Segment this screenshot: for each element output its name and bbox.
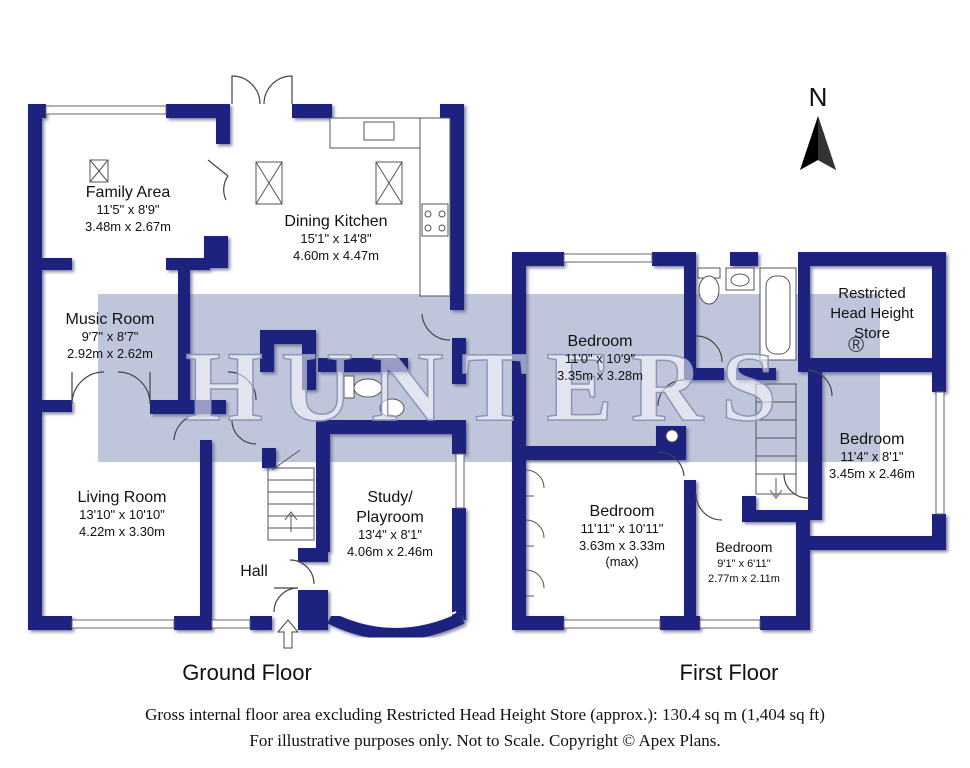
bedroom-1-name: Bedroom <box>568 333 633 350</box>
ground-floor-walls <box>28 104 466 630</box>
bedroom-4-imperial: 9'1" x 6'11" <box>717 558 770 570</box>
footer-copyright: For illustrative purposes only. Not to S… <box>249 731 721 750</box>
first-stairs <box>755 383 797 499</box>
family-area-name: Family Area <box>86 184 171 201</box>
skylights <box>89 159 403 205</box>
living-room-name: Living Room <box>78 489 167 506</box>
ground-wc <box>343 375 405 418</box>
study-imperial: 13'4" x 8'1" <box>358 527 422 542</box>
restricted-store-line3: Store <box>854 325 890 342</box>
kitchen-units <box>329 117 451 297</box>
first-floor-walls <box>512 252 946 630</box>
watermark-registered: ® <box>848 332 864 357</box>
first-windows <box>563 253 945 629</box>
dining-kitchen-metric: 4.60m x 4.47m <box>293 248 379 263</box>
bedroom-2-metric: 3.45m x 2.46m <box>829 466 915 481</box>
wardrobes <box>525 469 545 597</box>
bedroom-1-imperial: 11'0" x 10'9" <box>565 351 636 366</box>
ground-doors <box>71 75 451 613</box>
bathroom-fixtures <box>665 267 797 443</box>
music-room-metric: 2.92m x 2.62m <box>67 346 153 361</box>
study-name-line2: Playroom <box>356 509 424 526</box>
living-room-imperial: 13'10" x 10'10" <box>79 507 165 522</box>
bedroom-4-name: Bedroom <box>716 539 773 555</box>
compass-label: N <box>809 82 828 112</box>
bedroom-3-metric: 3.63m x 3.33m <box>579 538 665 553</box>
bay-window <box>327 612 465 640</box>
restricted-store-line1: Restricted <box>838 285 906 302</box>
first-doors <box>657 335 833 521</box>
bedroom-4-metric: 2.77m x 2.11m <box>708 573 780 585</box>
ground-stairs <box>267 449 315 541</box>
bedroom-3-imperial: 11'11" x 10'11" <box>581 521 664 536</box>
first-floor-title: First Floor <box>680 660 779 685</box>
music-room-name: Music Room <box>66 311 155 328</box>
family-area-metric: 3.48m x 2.67m <box>85 219 171 234</box>
living-room-metric: 4.22m x 3.30m <box>79 524 165 539</box>
entrance-arrow-icon <box>276 619 300 649</box>
family-area-imperial: 11'5" x 8'9" <box>96 202 159 217</box>
dining-kitchen-imperial: 15'1" x 14'8" <box>300 231 372 246</box>
ground-windows <box>45 105 465 629</box>
bedroom-3-note: (max) <box>605 554 638 569</box>
ground-floor-title: Ground Floor <box>182 660 312 685</box>
bedroom-1-metric: 3.35m x 3.28m <box>557 368 643 383</box>
study-metric: 4.06m x 2.46m <box>347 544 433 559</box>
bedroom-3-name: Bedroom <box>590 503 655 520</box>
footer-area-note: Gross internal floor area excluding Rest… <box>145 705 825 724</box>
restricted-store-line2: Head Height <box>830 305 914 322</box>
study-name-line1: Study/ <box>367 489 413 506</box>
watermark-text: HUNTERS <box>185 331 794 442</box>
hall-name: Hall <box>240 563 268 580</box>
bedroom-2-name: Bedroom <box>840 431 905 448</box>
bedroom-2-imperial: 11'4" x 8'1" <box>840 449 903 464</box>
dining-kitchen-name: Dining Kitchen <box>284 213 387 230</box>
music-room-imperial: 9'7" x 8'7" <box>82 329 139 344</box>
